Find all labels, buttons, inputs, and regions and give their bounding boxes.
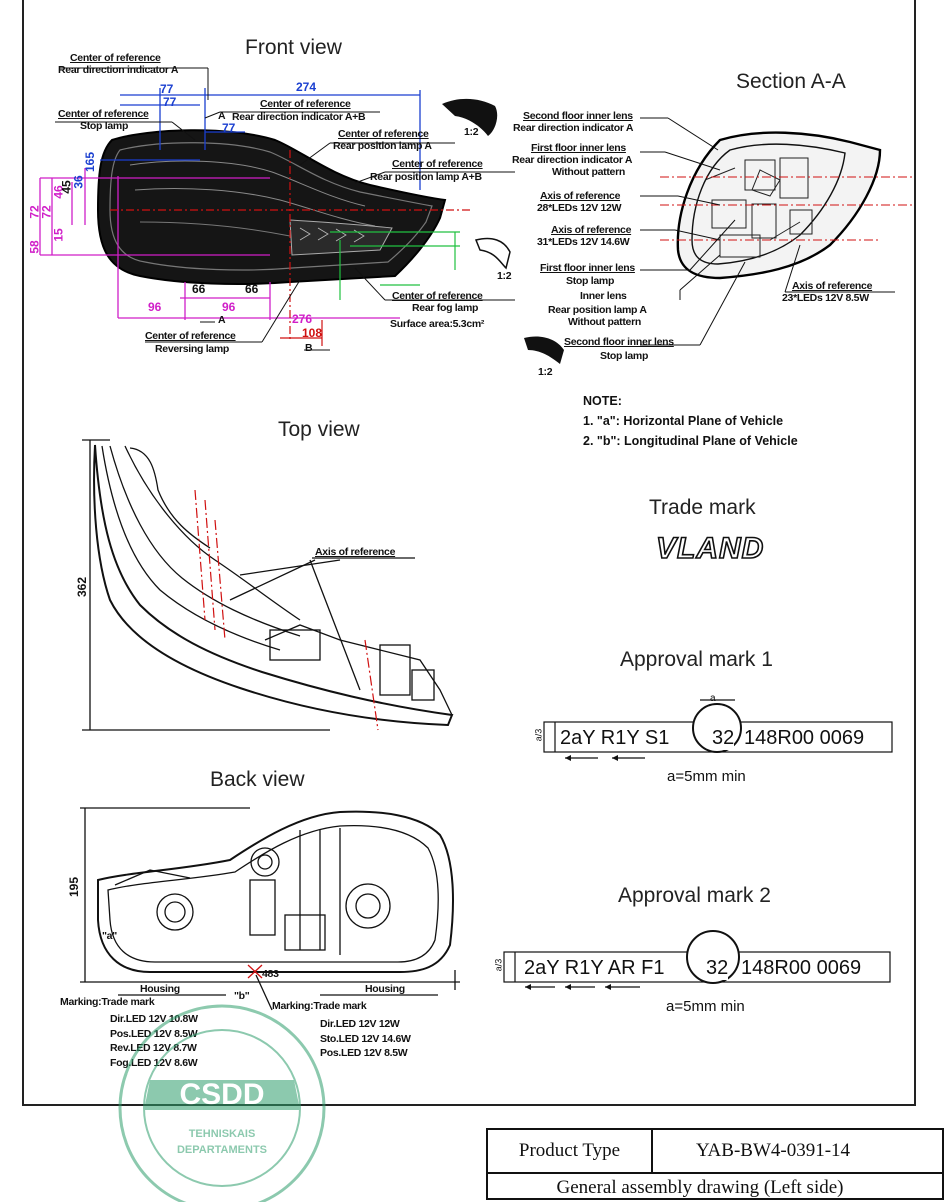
section-arrow-a-bottom: A (218, 314, 226, 326)
section-label-6c: Without pattern (568, 316, 641, 328)
section-label-4a: Axis of reference (551, 224, 632, 236)
section-label-r1b: 23*LEDs 12V 8.5W (782, 292, 869, 304)
back-marking-left: Marking:Trade mark (60, 996, 155, 1008)
section-label-7b: Stop lamp (600, 350, 649, 362)
scale-label-1: 1:2 (464, 126, 479, 138)
front-view-title: Front view (245, 36, 342, 59)
section-label-3b: 28*LEDs 12V 12W (537, 202, 622, 214)
approval-2-right-code: 148R00 0069 (741, 957, 862, 979)
dim-96-a: 96 (148, 300, 162, 314)
dim-108: 108 (302, 326, 323, 340)
top-axis-label: Axis of reference (315, 546, 396, 558)
cor-stop-label-2: Stop lamp (80, 120, 129, 132)
back-right-spec-3: Pos.LED 12V 8.5W (320, 1047, 408, 1059)
section-label-1b: Rear direction indicator A (513, 122, 634, 134)
drawing-sheet (22, 0, 916, 1106)
product-type-value: YAB-BW4-0391-14 (695, 1140, 851, 1161)
back-view-title: Back view (210, 768, 305, 791)
dim-276: 276 (292, 312, 313, 326)
approval-1-right-code: 148R00 0069 (744, 727, 865, 749)
cor-rpl-ab-label-1: Center of reference (392, 158, 483, 170)
section-label-r1a: Axis of reference (792, 280, 873, 292)
back-dim-483: 483 (262, 968, 279, 980)
cor-rdi-ab-label-1: Center of reference (260, 98, 351, 110)
stamp-line-1: TEHNISKAIS (189, 1128, 256, 1140)
cor-fog-label-1: Center of reference (392, 290, 483, 302)
product-type-label: Product Type (518, 1140, 621, 1161)
cor-rev-label-1: Center of reference (145, 330, 236, 342)
section-label-5a: First floor inner lens (540, 262, 635, 274)
section-label-6a: Inner lens (580, 290, 627, 302)
cor-rdi-ab-label-2: Rear direction indicator A+B (232, 111, 366, 123)
section-view-title: Section A-A (736, 70, 846, 93)
vland-logo: VLAND (655, 531, 765, 566)
section-arrow-a-top: A (218, 110, 226, 122)
back-housing-right: Housing (365, 983, 405, 995)
approval-2-circle-number: 32 (706, 957, 729, 980)
approval-mark-1-title: Approval mark 1 (620, 648, 773, 671)
cor-rpl-ab-label-2: Rear position lamp A+B (370, 171, 482, 183)
back-right-spec-2: Sto.LED 12V 14.6W (320, 1032, 411, 1045)
back-right-spec-1: Dir.LED 12V 12W (320, 1018, 400, 1030)
dim-274: 274 (296, 80, 317, 94)
back-mark-b: "b" (234, 990, 250, 1002)
top-view-title: Top view (278, 418, 360, 441)
back-housing-left: Housing (140, 983, 180, 995)
section-label-3a: Axis of reference (540, 190, 621, 202)
section-label-6b: Rear position lamp A (548, 304, 647, 316)
scale-label-3: 1:2 (538, 366, 553, 378)
section-label-7a: Second floor inner lens (564, 336, 674, 348)
note-heading: NOTE: (583, 394, 622, 408)
approval-1-left-code: 2aY R1Y S1 (560, 727, 670, 749)
dim-77-c: 77 (222, 121, 236, 135)
drawing-description: General assembly drawing (Left side) (556, 1177, 844, 1198)
approval-1-circle-number: 32 (712, 727, 735, 750)
dim-66-b: 66 (245, 282, 259, 296)
cor-stop-label-1: Center of reference (58, 108, 149, 120)
dim-96-b: 96 (222, 300, 236, 314)
title-block: Product Type YAB-BW4-0391-14 General ass… (486, 1128, 944, 1200)
section-label-2a: First floor inner lens (531, 142, 626, 154)
section-label-4b: 31*LEDs 12V 14.6W (537, 236, 630, 248)
section-label-2c: Without pattern (552, 166, 625, 178)
cor-rpl-a-label-2: Rear position lamp A (333, 140, 432, 152)
back-marking-right: Marking:Trade mark (272, 1000, 367, 1012)
stamp-center-text: CSDD (179, 1078, 264, 1111)
dim-77-b: 77 (163, 95, 177, 109)
section-label-1a: Second floor inner lens (523, 110, 633, 122)
cor-fog-label-2: Rear fog lamp (412, 302, 479, 314)
dim-77-a: 77 (160, 82, 174, 96)
stamp-line-2: DEPARTAMENTS (177, 1144, 267, 1156)
cor-rev-label-2: Reversing lamp (155, 343, 229, 355)
section-label-5b: Stop lamp (566, 275, 615, 287)
trade-mark-title: Trade mark (649, 496, 756, 519)
cor-rdi-a-label-2: Rear direction indicator A (58, 64, 179, 76)
back-right-specs: Dir.LED 12V 12W Sto.LED 12V 14.6W Pos.LE… (320, 1017, 411, 1061)
note-1: 1. "a": Horizontal Plane of Vehicle (583, 414, 784, 428)
back-mark-a: "a" (102, 930, 117, 942)
dim-66-a: 66 (192, 282, 206, 296)
approval-1-a-label: a (710, 693, 716, 704)
cor-rpl-a-label-1: Center of reference (338, 128, 429, 140)
approval-2-left-code: 2aY R1Y AR F1 (524, 957, 665, 979)
approval-1-note: a=5mm min (667, 768, 746, 785)
surface-area-label: Surface area:5.3cm² (390, 318, 485, 330)
scale-label-2: 1:2 (497, 270, 512, 282)
approval-mark-2-title: Approval mark 2 (618, 884, 771, 907)
section-label-2b: Rear direction indicator A (512, 154, 633, 166)
note-2: 2. "b": Longitudinal Plane of Vehicle (583, 434, 798, 448)
approval-2-note: a=5mm min (666, 998, 745, 1015)
section-arrow-b: B (305, 342, 313, 354)
cor-rdi-a-label-1: Center of reference (70, 52, 161, 64)
